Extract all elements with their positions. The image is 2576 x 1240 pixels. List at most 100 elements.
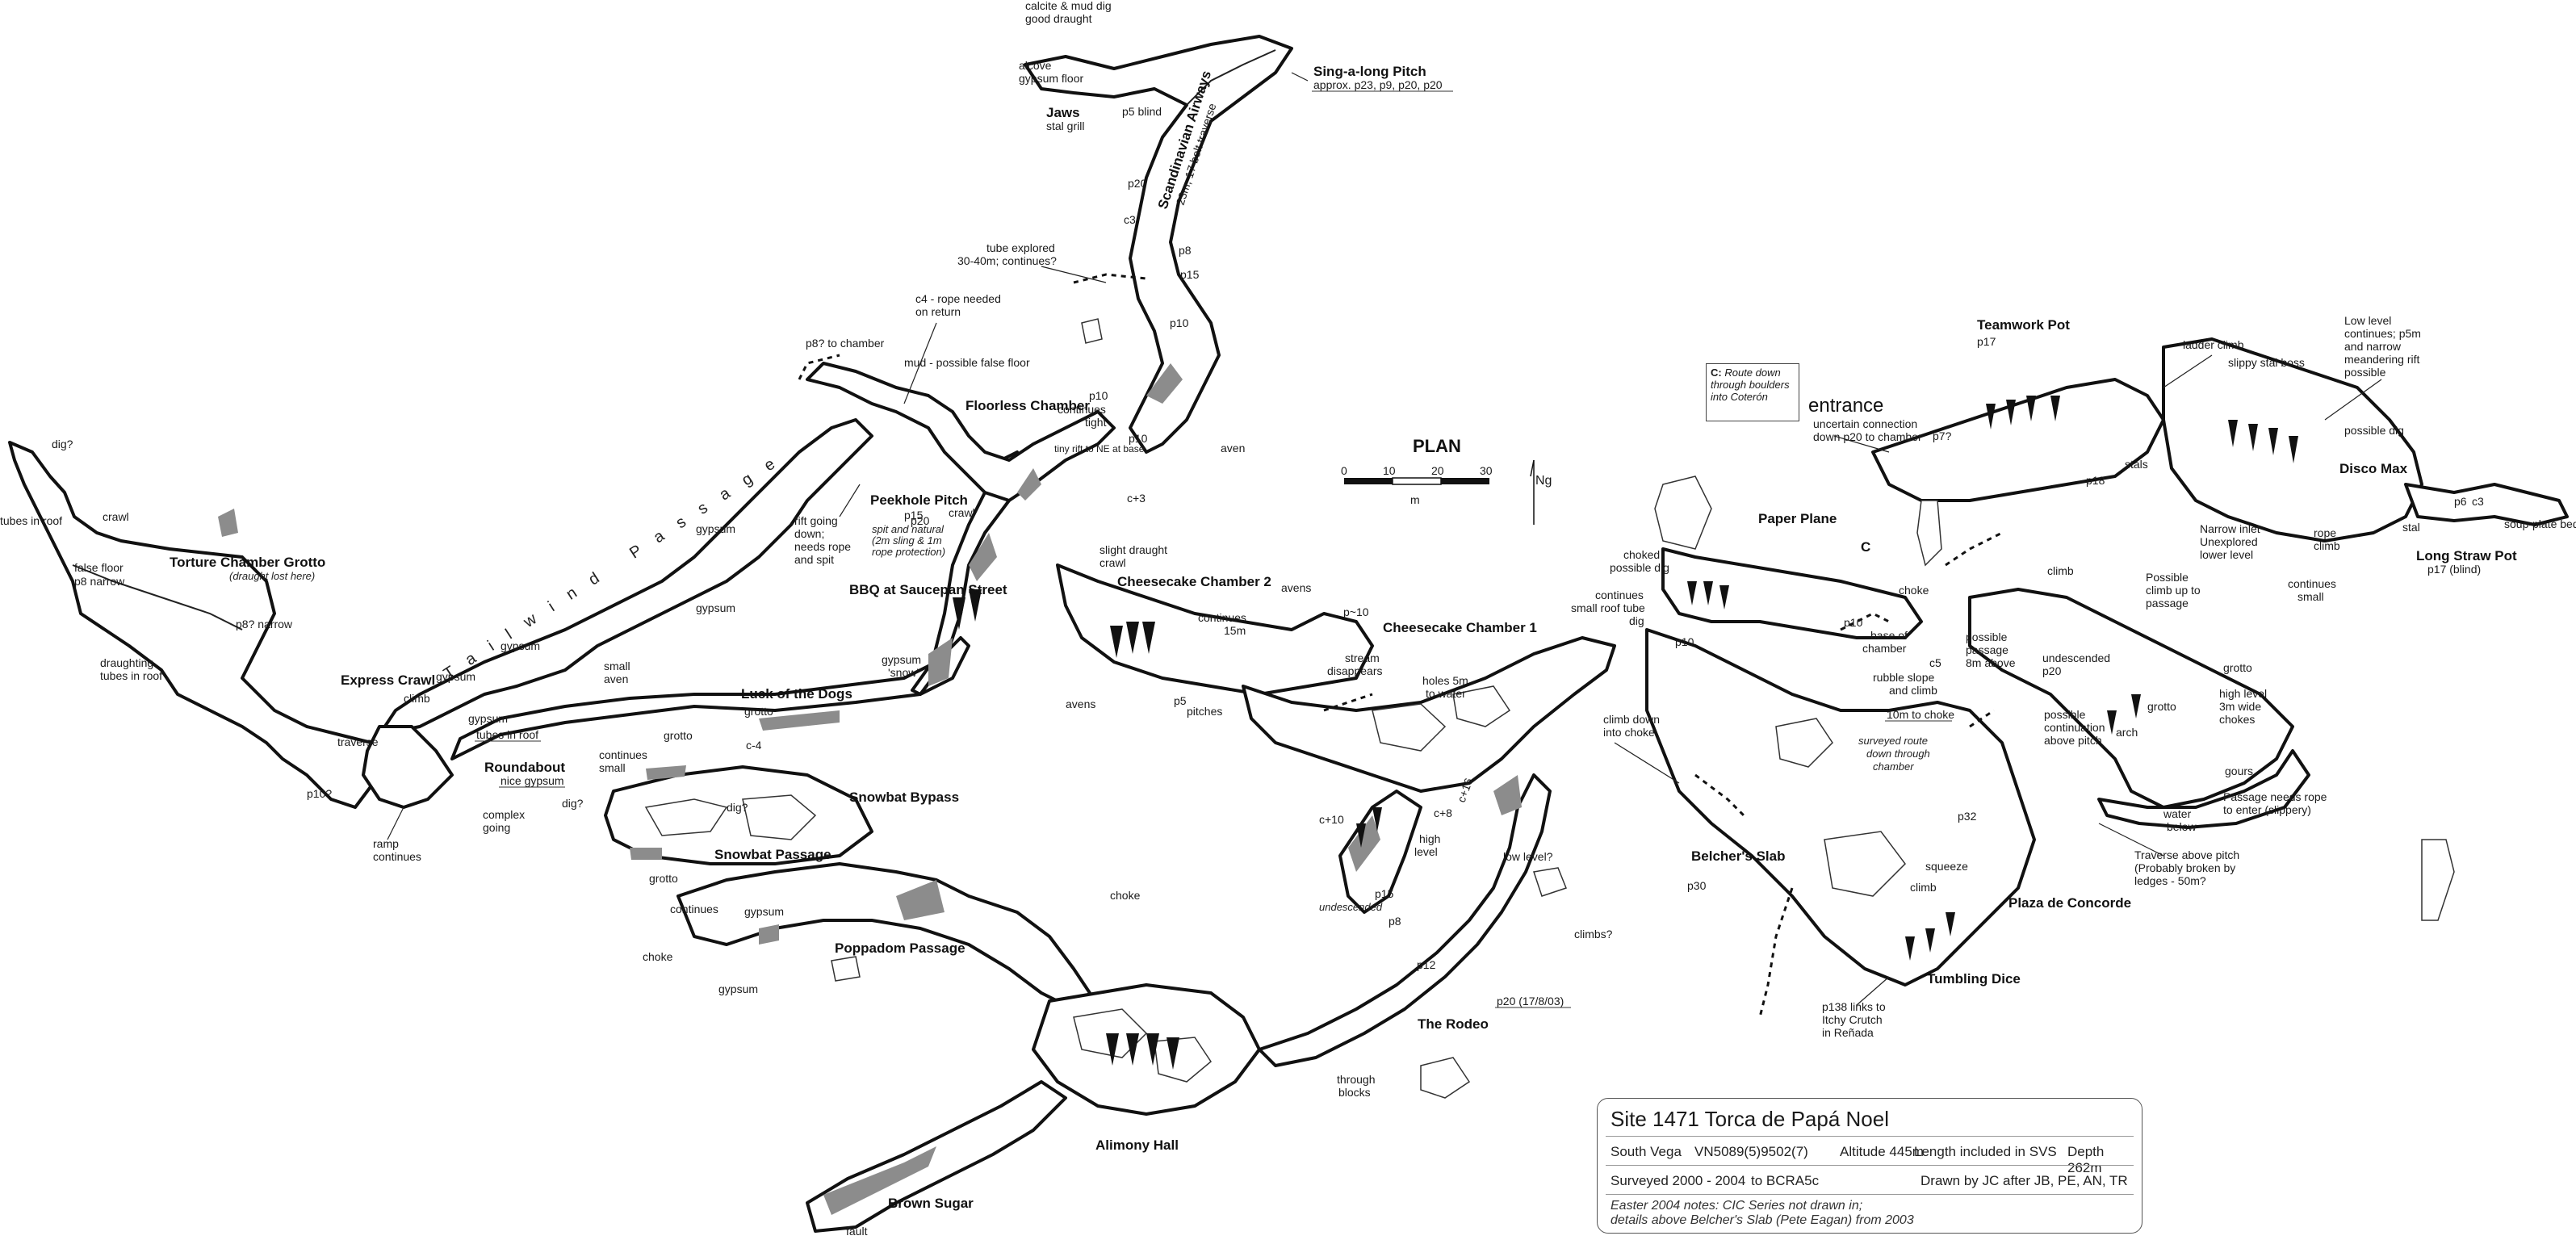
- note: arch: [2116, 726, 2138, 739]
- note: c+10: [1319, 813, 1344, 826]
- note: continues: [1198, 611, 1246, 624]
- bbq-name: BBQ at Saucepan Street: [849, 582, 1007, 597]
- note: undescended: [2042, 651, 2110, 664]
- leader-lines: [387, 72, 2382, 1006]
- note: c-4: [746, 739, 762, 752]
- note: chamber: [1873, 760, 1914, 773]
- note: disappears: [1327, 664, 1383, 677]
- note: p15: [1180, 268, 1200, 281]
- note: base of: [1870, 629, 1908, 642]
- scale-tick-10: 10: [1383, 464, 1396, 477]
- brown-sugar-name: Brown Sugar: [888, 1196, 974, 1211]
- note: p10: [1089, 389, 1108, 402]
- note: avens: [1066, 698, 1095, 710]
- note: needs rope: [794, 540, 851, 553]
- note: p20: [1128, 177, 1147, 190]
- poppadom-name: Poppadom Passage: [835, 940, 965, 956]
- note: to enter (slippery): [2223, 803, 2311, 816]
- note: ramp: [373, 837, 399, 850]
- note: soup-plate bed: [2504, 517, 2576, 530]
- note: meandering rift: [2344, 353, 2419, 366]
- note: p32: [1958, 810, 1977, 823]
- note: p17 (blind): [2427, 563, 2481, 576]
- note: possible: [2044, 708, 2086, 721]
- note: stal: [2402, 521, 2420, 534]
- note: gypsum: [696, 522, 735, 535]
- teamwork-name: Teamwork Pot: [1977, 317, 2070, 333]
- passage-long-straw: [2404, 483, 2569, 526]
- note: chamber: [1862, 642, 1907, 655]
- note: holes 5m: [1422, 674, 1468, 687]
- note: in Reñada: [1822, 1026, 1874, 1039]
- note: C: [1861, 539, 1870, 555]
- note: Itchy Crutch: [1822, 1013, 1883, 1026]
- note: crawl: [1100, 556, 1126, 569]
- note: stream: [1345, 651, 1380, 664]
- note: Passage needs rope: [2223, 790, 2327, 803]
- note: possible dig: [1610, 561, 1669, 574]
- note: tubes in roof: [100, 669, 162, 682]
- note: level: [1414, 845, 1438, 858]
- note: tubes in roof: [476, 728, 538, 741]
- express-crawl-name: Express Crawl: [341, 672, 435, 688]
- note: possible: [2344, 366, 2386, 379]
- note: rift going: [794, 514, 838, 527]
- note: p10: [1170, 316, 1189, 329]
- note: below: [2167, 820, 2197, 833]
- note: and spit: [794, 553, 834, 566]
- length: Length included in SVS: [1914, 1144, 2057, 1159]
- note: p15: [1375, 887, 1394, 900]
- easter-note-1: Easter 2004 notes: CIC Series not drawn …: [1611, 1199, 1863, 1213]
- note: continues; p5m: [2344, 327, 2421, 340]
- note: choke: [1110, 889, 1141, 902]
- note: p5: [1174, 694, 1187, 707]
- note: c+8: [1434, 806, 1452, 819]
- note: rubble slope: [1873, 671, 1934, 684]
- paper-plane-name: Paper Plane: [1758, 511, 1837, 526]
- passage-snowbat: [604, 765, 873, 865]
- note: climbs?: [1574, 928, 1613, 940]
- note: continues: [599, 748, 647, 761]
- note: Narrow inlet: [2200, 522, 2260, 535]
- note: uncertain connection: [1813, 417, 1917, 430]
- note: p8: [1179, 244, 1192, 257]
- note: c5: [1929, 656, 1941, 669]
- note: p10: [1844, 616, 1863, 629]
- note: continuation: [2044, 721, 2105, 734]
- note: choke: [1899, 584, 1929, 597]
- note: tubes in roof: [0, 514, 62, 527]
- note: p8? to chamber: [806, 337, 885, 350]
- peekhole-name: Peekhole Pitch: [870, 492, 968, 508]
- note: p7?: [1933, 429, 1952, 442]
- survey-title: Site 1471 Torca de Papá Noel: [1611, 1107, 1889, 1131]
- entrance-label: entrance: [1808, 395, 1883, 417]
- singalong-name: Sing-a-long Pitch: [1313, 64, 1426, 79]
- note: low level?: [1503, 850, 1553, 863]
- note: aven: [604, 672, 628, 685]
- north-label: Ng: [1535, 474, 1552, 488]
- note: climb down: [1603, 713, 1660, 726]
- note: on return: [915, 305, 961, 318]
- note: crawl: [949, 506, 975, 519]
- note: fault: [846, 1225, 868, 1238]
- passage-bbq: [911, 450, 1027, 696]
- belchers-name: Belcher's Slab: [1691, 848, 1786, 864]
- note: to water: [1426, 687, 1466, 700]
- passage-east-loop: [1968, 588, 2294, 809]
- passage-alimony-hall: [1032, 983, 1261, 1116]
- luck-of-dogs-name: Luck of the Dogs: [741, 686, 852, 702]
- note: gypsum: [744, 905, 784, 918]
- note: p20 (17/8/03): [1497, 995, 1564, 1008]
- cheesecake1-name: Cheesecake Chamber 1: [1383, 620, 1537, 635]
- note: avens: [1281, 581, 1311, 594]
- note: gours: [2225, 765, 2253, 777]
- note: dig?: [727, 801, 748, 814]
- grade: to BCRA5c: [1751, 1173, 1820, 1188]
- depth: Depth 262m: [2067, 1144, 2105, 1175]
- note: c+3: [1127, 492, 1146, 505]
- note: surveyed route: [1858, 735, 1928, 747]
- note: pitches: [1187, 705, 1222, 718]
- note-box-c: C: Route down through boulders into Cote…: [1706, 363, 1799, 421]
- note: small: [604, 660, 630, 672]
- note: and climb: [1889, 684, 1937, 697]
